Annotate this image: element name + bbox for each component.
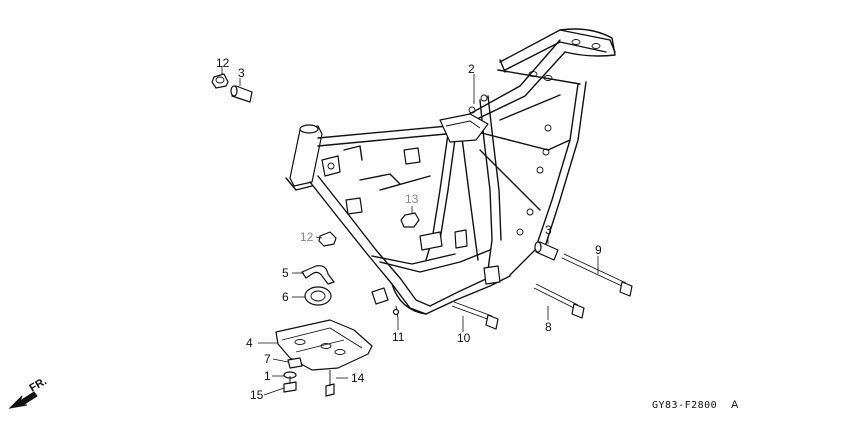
direction-label: FR. (28, 375, 49, 394)
front-direction-arrow: FR. (8, 375, 49, 409)
spacer-part-3-upper[interactable] (230, 85, 253, 103)
callout-8: 8 (545, 320, 552, 334)
callout-9: 9 (595, 243, 602, 257)
bolt-part-15[interactable] (283, 376, 297, 393)
callout-1: 1 (264, 369, 271, 383)
callout-6: 6 (282, 290, 289, 304)
nut-part-13[interactable] (400, 212, 420, 228)
callout-10: 10 (457, 331, 471, 345)
leader-lines (221, 66, 599, 396)
bolt-part-14[interactable] (325, 370, 335, 397)
arrow-icon (8, 391, 38, 409)
callout-3-right: 3 (545, 223, 552, 237)
callout-7: 7 (264, 352, 271, 366)
callout-14: 14 (351, 371, 365, 385)
callout-13: 13 (405, 192, 419, 206)
collar-part-7[interactable] (287, 357, 303, 369)
callout-12-middle: 12 (300, 230, 314, 244)
frame-body-part[interactable] (285, 28, 616, 315)
diagram-variant: A (731, 399, 739, 411)
callout-12-upper: 12 (216, 56, 230, 70)
cap-part-6[interactable] (304, 286, 332, 306)
bolt-part-10[interactable] (451, 301, 499, 330)
collar-part-12-upper[interactable] (211, 73, 229, 89)
callout-4: 4 (246, 336, 253, 350)
callout-2: 2 (468, 62, 475, 76)
spacer-part-3-right[interactable] (534, 241, 559, 261)
callout-15: 15 (250, 388, 264, 402)
callout-5: 5 (282, 266, 289, 280)
bolt-part-9[interactable] (561, 253, 633, 297)
clamp-part-5[interactable] (301, 265, 335, 285)
bracket-near-part-11[interactable] (371, 287, 400, 319)
collar-part-12-middle[interactable] (318, 231, 337, 247)
callout-3-upper: 3 (238, 66, 245, 80)
diagram-code: GY83-F2800 (652, 400, 717, 411)
callout-11: 11 (392, 330, 405, 344)
bolt-part-8[interactable] (533, 283, 585, 319)
